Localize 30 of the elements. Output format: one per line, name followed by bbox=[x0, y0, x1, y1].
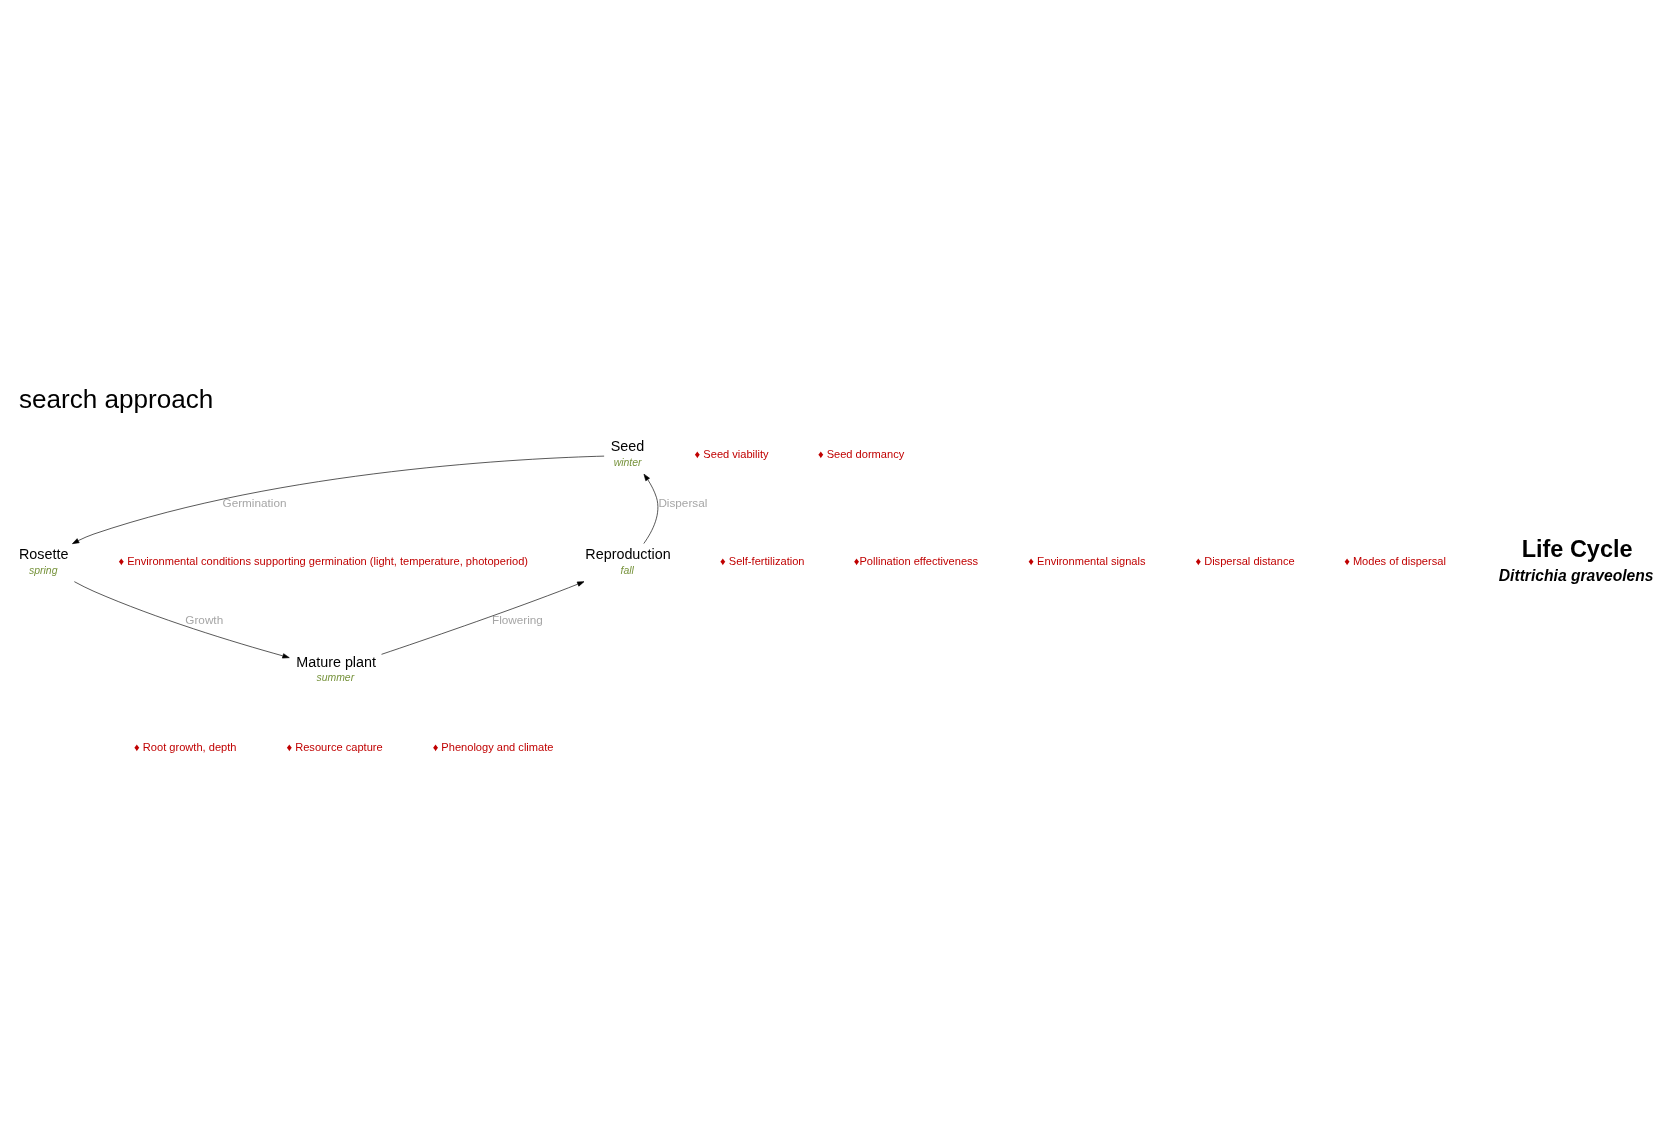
node-text: Seed bbox=[610, 438, 645, 455]
edge-label: Growth bbox=[185, 613, 224, 627]
diagram-title: search approach bbox=[19, 384, 214, 415]
label: ♦ Phenology and climate bbox=[432, 741, 554, 754]
node-text: Reproduction bbox=[585, 546, 671, 563]
arrow bbox=[381, 581, 585, 655]
label: Life Cycle bbox=[1521, 536, 1633, 563]
label: ♦ Seed viability bbox=[694, 447, 769, 460]
label: Dittrichia graveolens bbox=[1498, 567, 1654, 585]
label: ♦ Dispersal distance bbox=[1195, 555, 1295, 568]
arrow bbox=[643, 473, 659, 544]
label: ♦ Modes of dispersal bbox=[1344, 555, 1446, 568]
edge-label: Dispersal bbox=[658, 495, 708, 509]
edge-label: Germination bbox=[222, 495, 287, 509]
node-text: Rosette bbox=[18, 546, 69, 563]
arrow bbox=[72, 455, 605, 544]
label: ♦ Environmental conditions supporting germination (light, temperature, photoperiod) bbox=[118, 555, 529, 568]
label: ♦ Root growth, depth bbox=[134, 741, 237, 754]
arrow bbox=[74, 581, 290, 659]
label: ♦ Resource capture bbox=[286, 741, 383, 754]
node-label: spring bbox=[29, 564, 58, 576]
label: ♦ Seed dormancy bbox=[817, 447, 905, 460]
edge-label: Flowering bbox=[492, 613, 543, 627]
node-label: winter bbox=[613, 456, 642, 468]
node-label: fall bbox=[620, 564, 634, 576]
node-text: Mature plant bbox=[296, 653, 376, 670]
node-label: summer bbox=[316, 672, 355, 684]
label: ♦ Self-fertilization bbox=[720, 555, 805, 568]
label: ♦ Environmental signals bbox=[1028, 555, 1146, 568]
label: ♦Pollination effectiveness bbox=[853, 555, 979, 568]
